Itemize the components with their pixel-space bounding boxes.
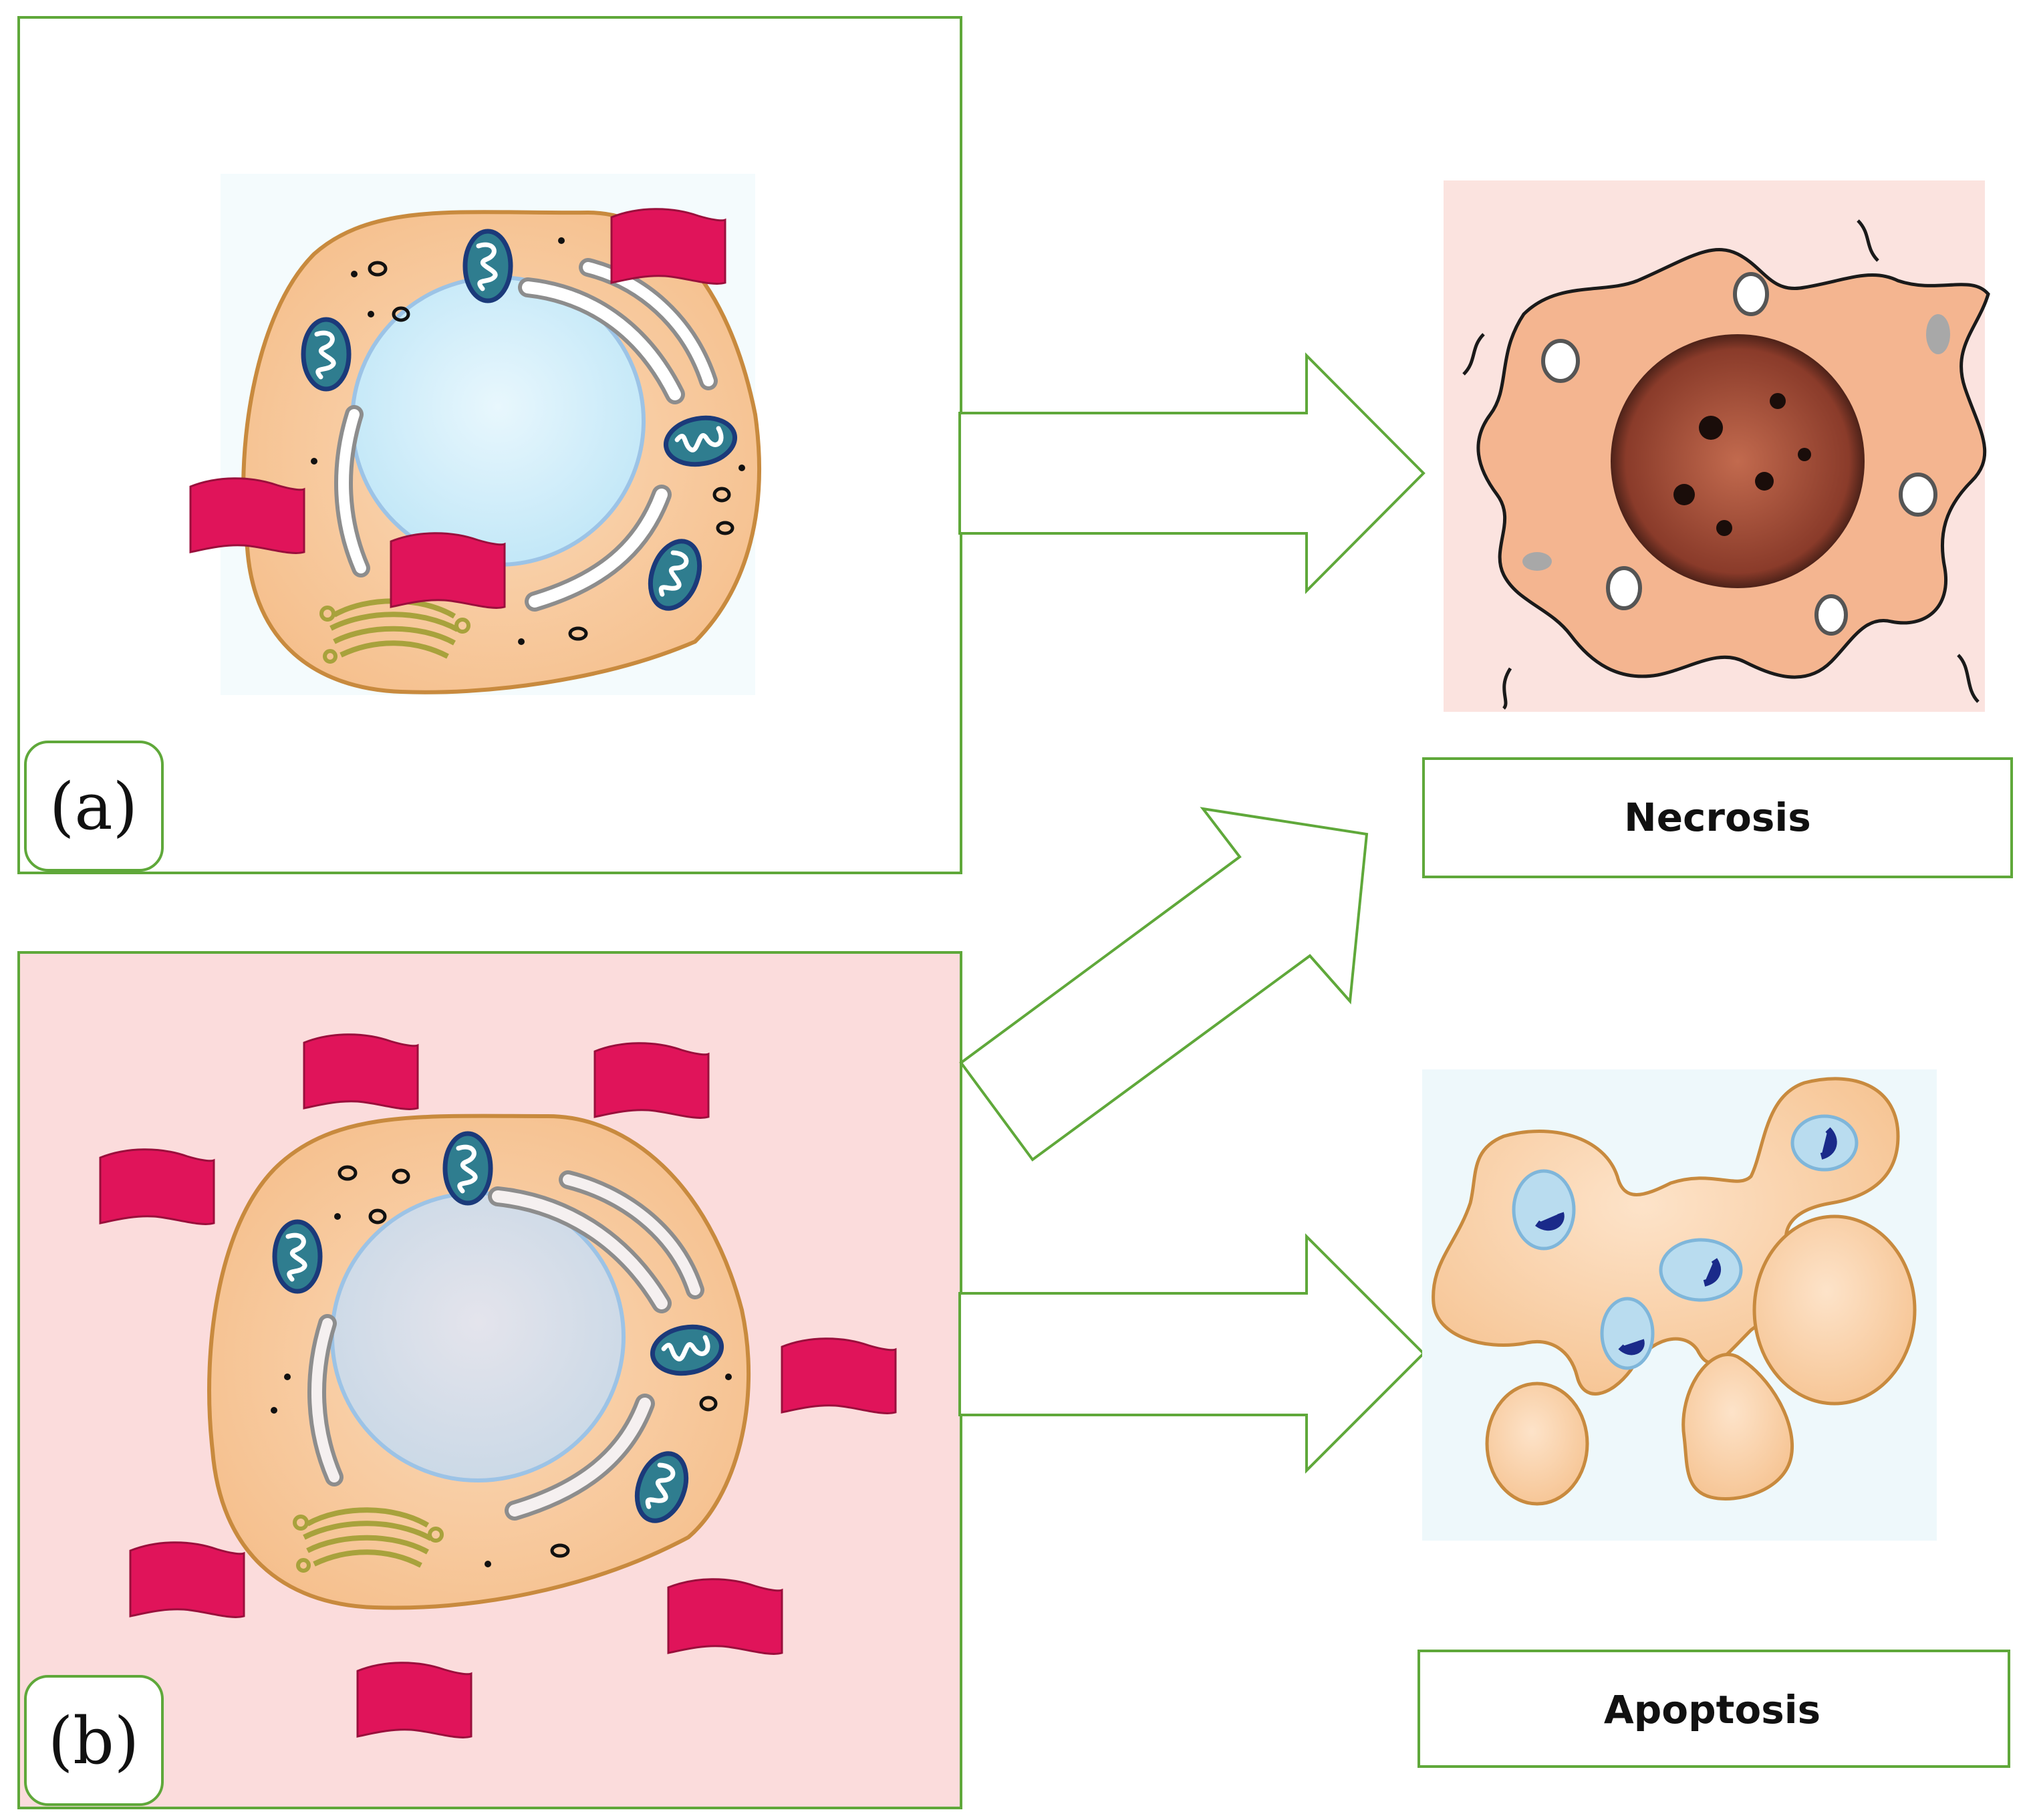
necrotic-cell (1462, 219, 1990, 710)
panel-a-label: (a) (49, 769, 138, 844)
nucleus-b (330, 1191, 626, 1482)
flag-icon (189, 477, 305, 554)
flag-icon (667, 1578, 783, 1655)
flag-icon (129, 1541, 245, 1618)
flag-icon (99, 1148, 215, 1225)
panel-a-label-box (24, 741, 164, 872)
flag-icon (390, 532, 506, 609)
necrosis-label-box (1422, 757, 2013, 878)
arrow-b-to-necrosis (959, 807, 1369, 1162)
panel-b-label: (b) (48, 1704, 139, 1779)
arrow-a-to-necrosis (958, 352, 1426, 594)
apoptosis-label-box (1417, 1650, 2010, 1768)
flag-icon (356, 1662, 472, 1738)
healthy-cell-a (241, 210, 761, 694)
apoptotic-bodies (1432, 1077, 1917, 1506)
arrow-b-to-apoptosis (958, 1233, 1426, 1474)
necrotic-nucleus (1611, 334, 1865, 588)
flag-icon (593, 1042, 710, 1119)
apoptosis-label: Apoptosis (1604, 1687, 1820, 1732)
flag-icon (303, 1033, 419, 1110)
flag-icon (610, 208, 726, 285)
necrosis-label: Necrosis (1624, 795, 1811, 840)
stressed-cell-b (207, 1114, 751, 1610)
flag-icon (781, 1337, 897, 1414)
panel-b-label-box (24, 1675, 164, 1806)
